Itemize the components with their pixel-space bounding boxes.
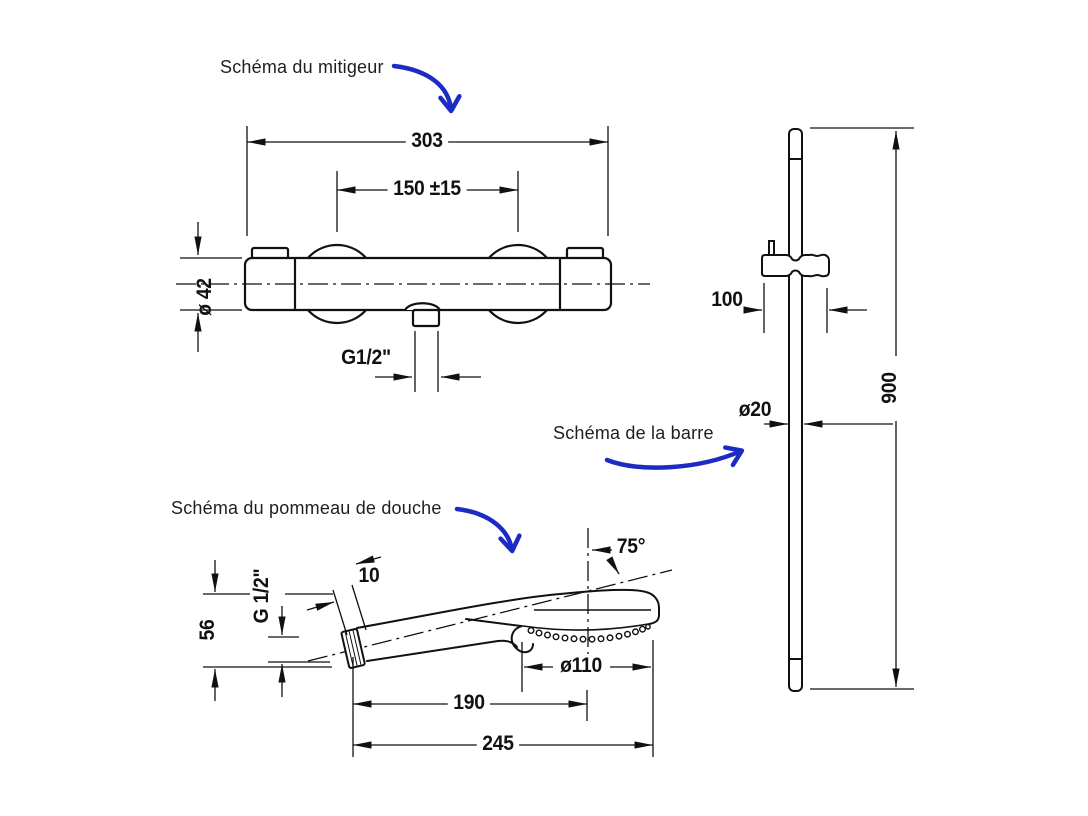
dim-shower-connector: 10	[358, 564, 380, 587]
dim-shower-overall-length: 245	[476, 732, 520, 756]
dim-bar-length: 900	[878, 372, 901, 404]
dim-shower-head-diameter: ø110	[554, 654, 608, 678]
dim-shower-inlet-thread: G 1/2"	[250, 568, 273, 624]
mixer-outlet-collar	[404, 302, 441, 311]
handshower-pointer-arrow	[454, 506, 522, 554]
handshower-inlet-connector	[340, 628, 366, 669]
dim-shower-head-length: 190	[447, 691, 491, 715]
dim-bar-diameter: ø20	[738, 398, 772, 421]
mixer-diagram-label: Schéma du mitigeur	[220, 57, 384, 77]
bar-rod	[788, 128, 803, 692]
handshower-top-outline	[356, 588, 660, 629]
dim-mixer-body-diameter: ø 42	[193, 278, 216, 316]
dim-shower-height: 56	[196, 619, 219, 641]
bar-holder-pin	[768, 240, 775, 256]
bar-slider-holder	[761, 253, 830, 278]
dim-mixer-outlet-thread: G1/2"	[341, 346, 391, 369]
dim-shower-spray-angle: 75°	[616, 535, 646, 558]
handshower-diagram	[203, 528, 673, 757]
bar-pointer-arrow	[604, 445, 745, 470]
shower-bar-diagram	[743, 127, 914, 692]
mixer-diagram	[176, 126, 650, 392]
bar-diagram-label: Schéma de la barre	[553, 423, 714, 443]
handshower-diagram-label: Schéma du pommeau de douche	[171, 498, 442, 518]
dim-bar-holder-width: 100	[711, 288, 743, 311]
mixer-outlet-nipple	[411, 308, 441, 328]
handshower-axis-centerline	[307, 569, 673, 662]
dim-mixer-center-distance: 150 ±15	[387, 177, 467, 201]
mixer-pointer-arrow	[391, 63, 462, 114]
spray-nozzles	[527, 623, 651, 643]
handshower-bottom-outline	[366, 639, 518, 662]
handshower-face-rim	[510, 625, 534, 654]
annotation-arrows	[391, 63, 745, 554]
dim-mixer-overall-width: 303	[405, 129, 449, 153]
